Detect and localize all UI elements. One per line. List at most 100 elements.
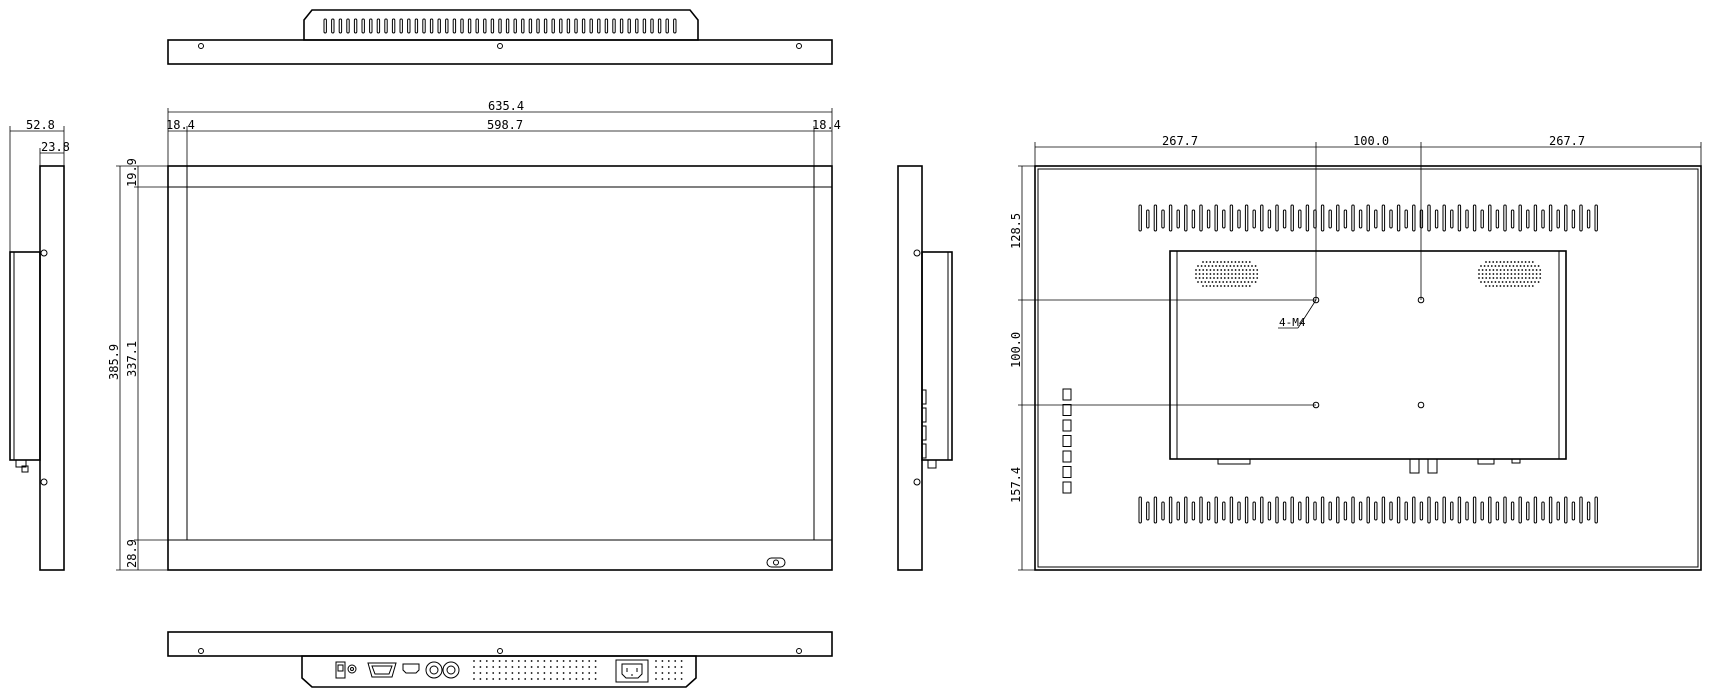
vent-slot (559, 18, 563, 34)
vent-dot (473, 678, 475, 680)
vent-slot (635, 18, 639, 34)
vent-slot (1282, 209, 1287, 229)
vent-slot (1184, 496, 1188, 524)
grille-hole (1485, 261, 1487, 263)
vent-slot (1244, 204, 1249, 232)
grille-hole (1207, 265, 1210, 267)
vent-dot (569, 666, 571, 668)
vent-dot (569, 660, 571, 662)
vent-slot (391, 18, 396, 34)
vent-slot (452, 18, 457, 34)
vent-slot (1488, 496, 1492, 524)
grille-hole (1249, 273, 1251, 275)
vent-dot (575, 672, 578, 674)
rear-vesa-v-dim: 100.0 (1009, 332, 1023, 368)
vent-dot (556, 666, 559, 668)
grille-hole (1526, 265, 1529, 267)
vent-dot (569, 678, 571, 680)
vent-slot (399, 18, 403, 34)
grille-hole (1227, 285, 1230, 287)
grille-hole (1251, 265, 1253, 267)
vent-slot (1320, 496, 1325, 524)
vent-slot (1571, 209, 1576, 229)
vesa-screw-callout: 4-M4 (1279, 316, 1306, 329)
vent-dot (556, 672, 559, 674)
vent-dot (575, 660, 578, 662)
vent-slot (353, 18, 358, 34)
vent-slot (528, 18, 533, 34)
grille-hole (1236, 265, 1239, 267)
grille-hole (1530, 281, 1533, 283)
grille-hole (1487, 265, 1490, 267)
vent-slot (384, 18, 388, 34)
vent-slot (1206, 209, 1211, 229)
grille-hole (1204, 281, 1207, 283)
grille-hole (1483, 265, 1486, 267)
vent-dot (655, 678, 657, 680)
vent-slot (1579, 204, 1583, 232)
grille-hole (1496, 269, 1498, 271)
grille-hole (1198, 269, 1201, 271)
vent-dot (524, 672, 527, 674)
vent-slot (1305, 496, 1310, 524)
vent-dot (479, 672, 482, 674)
front-dimension-lines (116, 108, 833, 571)
grille-hole (1492, 269, 1495, 271)
vent-dot (473, 666, 475, 668)
vent-slot (1488, 204, 1492, 232)
grille-hole (1510, 285, 1513, 287)
grille-hole (1209, 285, 1212, 287)
grille-hole (1256, 273, 1259, 275)
grille-hole (1517, 269, 1520, 271)
grille-hole (1517, 277, 1520, 279)
grille-hole (1238, 277, 1241, 279)
osd-button (1062, 450, 1072, 463)
grille-hole (1215, 265, 1217, 267)
osd-button (1062, 388, 1072, 401)
grille-hole (1211, 281, 1214, 283)
grille-hole (1256, 277, 1259, 279)
grille-hole (1503, 273, 1506, 275)
grille-hole (1216, 273, 1219, 275)
grille-hole (1498, 281, 1500, 283)
vent-dot (485, 672, 488, 674)
grille-hole (1227, 269, 1230, 271)
vent-dot (498, 672, 501, 674)
grille-hole (1241, 285, 1244, 287)
grille-hole (1513, 285, 1516, 287)
vent-slot (1305, 204, 1310, 232)
rear-vent-slots-top (1138, 204, 1598, 232)
vent-slot (604, 18, 609, 34)
grille-hole (1195, 269, 1197, 271)
vent-dot (498, 678, 501, 680)
vent-slot (673, 18, 677, 34)
vent-slot (1282, 501, 1287, 521)
grille-hole (1225, 281, 1228, 283)
vent-slot (1586, 501, 1591, 521)
rear-view (1034, 165, 1702, 571)
grille-hole (1202, 273, 1205, 275)
osd-button (1062, 466, 1072, 478)
grille-hole (1245, 261, 1248, 263)
grille-hole (1514, 277, 1516, 279)
vent-dot (680, 666, 683, 668)
osd-button (1062, 435, 1072, 447)
grille-hole (1220, 277, 1223, 279)
grille-hole (1492, 273, 1495, 275)
grille-hole (1521, 277, 1524, 279)
grille-hole (1202, 261, 1204, 263)
grille-hole (1220, 273, 1223, 275)
grille-hole (1487, 281, 1490, 283)
vent-slot (1434, 501, 1439, 521)
grille-hole (1534, 281, 1536, 283)
vent-dot (479, 678, 482, 680)
grille-hole (1245, 273, 1248, 275)
vent-slot (1146, 501, 1150, 521)
grille-hole (1212, 285, 1215, 287)
grille-hole (1216, 261, 1219, 263)
vent-dot (517, 672, 520, 674)
vent-slot (1214, 496, 1218, 524)
vent-slot (376, 18, 381, 34)
grille-hole (1505, 281, 1508, 283)
vent-slot (650, 18, 654, 34)
